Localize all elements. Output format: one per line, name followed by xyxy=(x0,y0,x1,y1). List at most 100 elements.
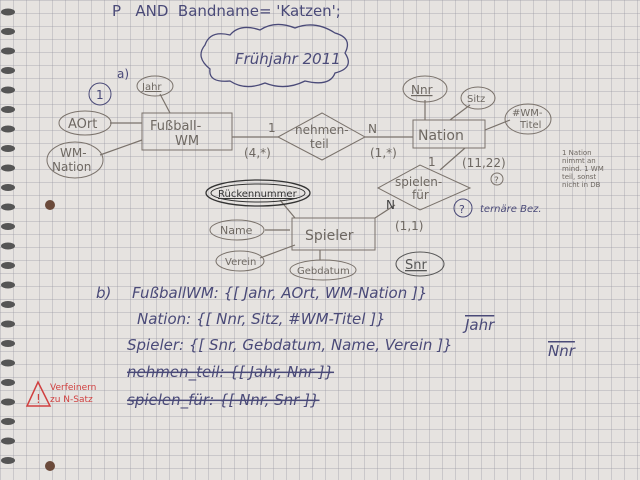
attribute-gebdatum: Gebdatum xyxy=(289,259,357,281)
svg-text:teil, sonst: teil, sonst xyxy=(562,173,596,181)
svg-text:1: 1 xyxy=(428,155,436,169)
spiral-ring xyxy=(1,320,15,328)
svg-text:Name: Name xyxy=(220,224,253,237)
spiral-ring xyxy=(1,67,15,74)
relationship-nehmen-teil: nehmen- teil xyxy=(276,112,367,161)
part-a-label: a) xyxy=(117,67,129,81)
schema-spielen-fuer-struck: spielen_für: {[ Nnr, Snr ]} xyxy=(127,391,320,410)
relational-schema: b) FußballWM: {[ Jahr, AOrt, WM-Nation ]… xyxy=(96,284,576,410)
spiral-binding xyxy=(1,8,15,464)
svg-text:N: N xyxy=(386,198,395,212)
ternary-note: ternäre Bez. xyxy=(480,204,542,215)
attribute-jahr: Jahr xyxy=(136,75,174,97)
svg-text:mind. 1 WM: mind. 1 WM xyxy=(562,165,604,173)
question-circle-ternary xyxy=(453,198,473,218)
svg-text:WM-: WM- xyxy=(60,146,87,160)
spiral-ring xyxy=(1,223,15,230)
spiral-ring xyxy=(1,106,15,113)
svg-text:1: 1 xyxy=(268,121,276,135)
schema-spieler: Spieler: {[ Snr, Gebdatum, Name, Verein … xyxy=(127,336,453,354)
spiral-ring xyxy=(1,145,15,152)
part-b-label: b) xyxy=(96,284,111,302)
schema-fussballwm: FußballWM: {[ Jahr, AOrt, WM-Nation ]} xyxy=(132,284,427,302)
er-lines xyxy=(99,93,511,260)
svg-text:(1,*): (1,*) xyxy=(370,146,397,160)
svg-text:Verfeinern: Verfeinern xyxy=(50,383,96,393)
attribute-snr: Snr xyxy=(395,251,445,277)
entity-fussball-wm: Fußball- WM xyxy=(141,112,233,151)
attribute-rueckennummer: Rückennummer xyxy=(205,179,311,207)
svg-text:Rückennummer: Rückennummer xyxy=(218,189,298,200)
attribute-nnr: Nnr xyxy=(402,75,448,103)
svg-text:Fußball-: Fußball- xyxy=(150,119,202,134)
question-mark: ? xyxy=(494,176,499,186)
svg-text:AOrt: AOrt xyxy=(68,117,97,132)
spiral-ring xyxy=(1,184,15,191)
svg-text:!: ! xyxy=(36,392,41,406)
svg-text:Gebdatum: Gebdatum xyxy=(297,266,350,277)
svg-text:nicht in DB: nicht in DB xyxy=(562,181,601,189)
svg-text:nehmen-: nehmen- xyxy=(295,123,349,137)
cardinalities: 1 N (4,*) (1,*) 1 (11,22) N (1,1) xyxy=(244,121,506,233)
svg-text:(4,*): (4,*) xyxy=(244,146,271,160)
punch-hole xyxy=(45,461,55,471)
svg-text:Snr: Snr xyxy=(405,258,427,273)
spiral-ring xyxy=(1,164,15,172)
attribute-sitz: Sitz xyxy=(460,86,496,110)
svg-text:spielen-: spielen- xyxy=(395,175,442,189)
fk-nnr: Nnr xyxy=(548,342,576,360)
svg-text:nimmt an: nimmt an xyxy=(562,157,596,165)
attribute-name: Name xyxy=(209,219,265,241)
schema-nehmen-teil-struck: nehmen_teil: {[ Jahr, Nnr ]} xyxy=(127,363,334,382)
spiral-ring xyxy=(1,418,15,425)
spiral-ring xyxy=(1,86,15,94)
spiral-ring xyxy=(1,8,15,16)
attribute-verein: Verein xyxy=(215,250,265,272)
svg-text:Nation: Nation xyxy=(418,128,464,144)
svg-text:Nnr: Nnr xyxy=(411,83,433,97)
svg-text:(1,1): (1,1) xyxy=(395,219,423,233)
spiral-ring xyxy=(1,262,15,269)
spiral-ring xyxy=(1,203,15,211)
svg-text:zu N-Satz: zu N-Satz xyxy=(50,395,93,405)
fk-jahr: Jahr xyxy=(462,316,495,334)
svg-text:Titel: Titel xyxy=(519,120,541,131)
entity-nation: Nation xyxy=(412,119,486,149)
spiral-ring xyxy=(1,359,15,367)
punch-hole xyxy=(45,200,55,210)
question-circle xyxy=(490,172,504,186)
spiral-ring xyxy=(1,47,15,55)
attribute-wm-titel: #WM-Titel xyxy=(504,103,552,135)
attribute-wm-nation: WM-Nation xyxy=(46,141,104,179)
svg-text:WM: WM xyxy=(175,134,199,149)
spiral-ring xyxy=(1,125,15,133)
svg-text:Nation: Nation xyxy=(52,160,91,174)
svg-text:Verein: Verein xyxy=(225,257,256,268)
spiral-ring xyxy=(1,28,15,35)
spiral-ring xyxy=(1,398,15,406)
spiral-ring xyxy=(1,457,15,464)
spiral-ring xyxy=(1,242,15,250)
circled-number-text: 1 xyxy=(96,88,104,102)
warning-icon xyxy=(25,380,52,407)
svg-text:N: N xyxy=(368,122,377,136)
svg-text:(11,22): (11,22) xyxy=(462,156,506,170)
side-note: 1 Nation nimmt an mind. 1 WM teil, sonst… xyxy=(562,149,604,189)
attribute-aort: AOrt xyxy=(58,110,112,136)
svg-text:Sitz: Sitz xyxy=(467,94,485,105)
svg-text:für: für xyxy=(412,188,429,202)
cloud-title: Frühjahr 2011 xyxy=(235,50,341,68)
header-sql: P AND Bandname= 'Katzen'; xyxy=(112,2,341,20)
spiral-ring xyxy=(1,301,15,308)
schema-nation: Nation: {[ Nnr, Sitz, #WM-Titel ]} xyxy=(137,310,386,328)
svg-text:Jahr: Jahr xyxy=(141,82,162,93)
svg-text:1 Nation: 1 Nation xyxy=(562,149,592,157)
spiral-ring xyxy=(1,437,15,445)
spiral-ring xyxy=(1,281,15,289)
entity-spieler: Spieler xyxy=(291,217,376,251)
svg-text:#WM-: #WM- xyxy=(512,108,543,119)
warning-note: ! Verfeinern zu N-Satz xyxy=(25,380,96,407)
circled-number xyxy=(88,82,112,106)
relationship-spielen-fuer: spielen- für xyxy=(376,164,472,211)
